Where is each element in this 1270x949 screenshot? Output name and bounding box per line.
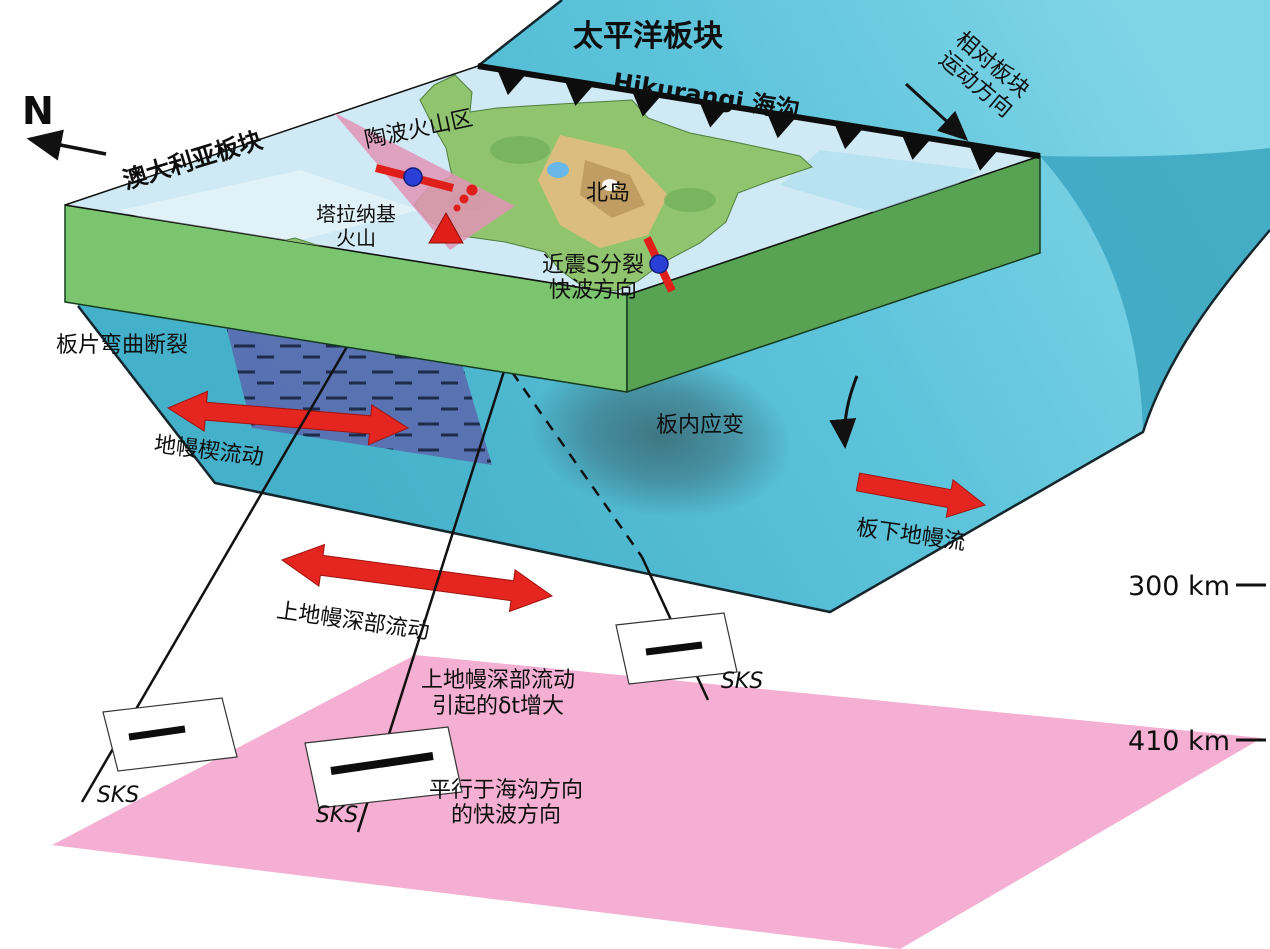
trench-parallel-label-2: 的快波方向 xyxy=(451,803,561,828)
sks-label-right: SKS xyxy=(721,669,763,694)
taranaki-volcano-triangle xyxy=(428,211,464,244)
sks-symbol-middle xyxy=(304,726,463,809)
vent-dot-3 xyxy=(466,184,478,196)
sks-bar-middle xyxy=(330,752,434,775)
forest-patch-1 xyxy=(490,136,550,164)
sks-bar-left xyxy=(128,725,186,741)
sks-label-left: SKS xyxy=(97,783,139,808)
pacific-plate-label: 太平洋板块 xyxy=(573,19,723,54)
vent-dot-1 xyxy=(453,204,461,212)
intraplate-strain-label: 板内应变 xyxy=(656,413,744,438)
sks-bar-right xyxy=(645,641,703,656)
snow-cap xyxy=(602,179,618,191)
sks-label-middle: SKS xyxy=(316,803,358,828)
relative-motion-arrow xyxy=(904,82,969,142)
north-label: N xyxy=(22,89,54,133)
bend-direction-arrow xyxy=(829,375,859,449)
taranaki-label-1: 塔拉纳基 xyxy=(316,202,396,226)
intraplate-strain-zone xyxy=(528,351,792,519)
subslab-mantle-flow-arrow xyxy=(855,472,987,519)
dt-increase-label-1: 上地幔深部流动 xyxy=(421,668,575,693)
plate-edge-lines xyxy=(77,0,1270,614)
sea-shading xyxy=(780,150,980,220)
dt-increase-label-2: 引起的δt增大 xyxy=(432,694,564,719)
local-s-split-label-2: 快波方向 xyxy=(549,278,637,303)
discontinuity-410-plane xyxy=(52,655,1262,949)
deep-upper-mantle-flow-arrow xyxy=(280,543,554,613)
depth-410-label: 410 km xyxy=(1128,726,1230,757)
plate-bend-side-face xyxy=(1040,148,1270,432)
trench-parallel-label-1: 平行于海沟方向 xyxy=(429,778,583,803)
north-arrow xyxy=(26,129,107,161)
vent-dot-2 xyxy=(459,194,469,204)
local-s-split-label-1: 近震S分裂 xyxy=(542,253,644,278)
sks-raypath-right-dashed xyxy=(510,371,644,558)
lake-taupo xyxy=(547,162,569,178)
forest-patch-2 xyxy=(664,188,716,212)
deep-flow-label: 上地幔深部流动 xyxy=(275,598,431,644)
mantle-wedge-flow-arrow xyxy=(166,390,410,446)
station-dot-east xyxy=(649,254,669,274)
station-dot-west xyxy=(403,167,423,187)
depth-300-label: 300 km xyxy=(1128,571,1230,602)
slab-bending-label: 板片弯曲断裂 xyxy=(56,333,188,358)
north-island-label: 北岛 xyxy=(586,181,630,206)
taranaki-label-2: 火山 xyxy=(336,226,376,250)
